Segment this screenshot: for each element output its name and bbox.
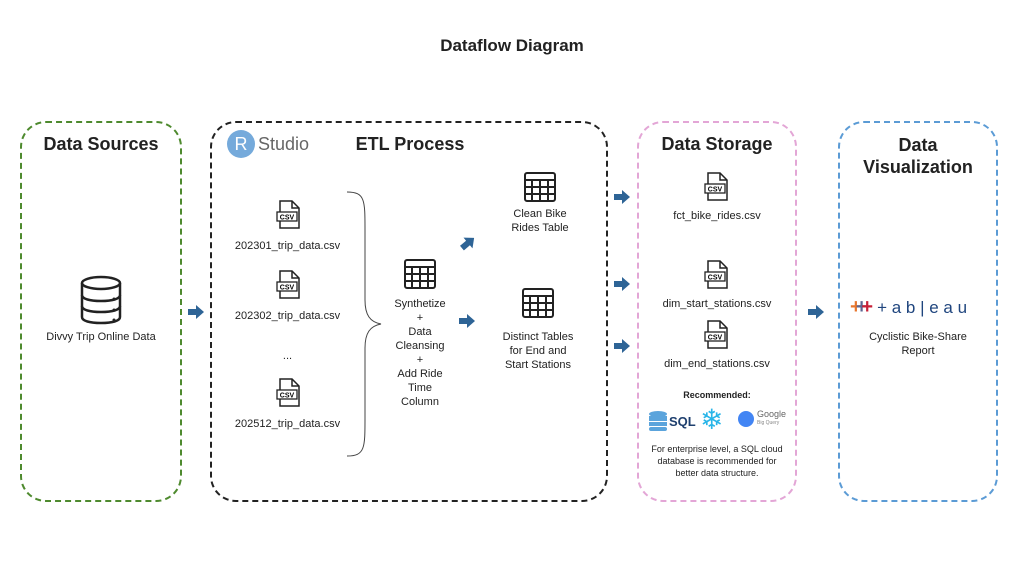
- csv-file-icon: CSV: [276, 378, 300, 407]
- recommended-label: Recommended:: [683, 390, 751, 400]
- etl-heading: ETL Process: [355, 134, 465, 154]
- table-icon: [522, 288, 554, 318]
- flow-arrow-icon: [459, 237, 475, 251]
- sources-heading: Data Sources: [43, 134, 159, 154]
- etl-file-label: 202302_trip_data.csv: [234, 310, 341, 322]
- csv-file-icon: CSV: [276, 200, 300, 229]
- etl-panel: [210, 121, 608, 502]
- bigquery-text: Big Query: [757, 420, 780, 426]
- snowflake-icon: ❄: [700, 404, 724, 435]
- sql-database-icon: [649, 411, 667, 431]
- output-clean-rides: Clean Bike Rides Table: [511, 208, 569, 234]
- google-text: Google: [757, 409, 787, 419]
- database-icon: [80, 275, 122, 325]
- flow-arrow-icon: [459, 314, 475, 328]
- brace: [346, 191, 382, 457]
- flow-arrow-icon: [614, 190, 630, 204]
- csv-file-icon: CSV: [704, 320, 728, 349]
- storage-note: For enterprise level, a SQL cloud databa…: [651, 444, 783, 478]
- flow-arrow-icon: [614, 339, 630, 353]
- table-icon: [524, 172, 556, 202]
- process-label: Synthetize + Data Cleansing + Add Ride T…: [394, 298, 446, 408]
- storage-file-label: dim_end_stations.csv: [664, 358, 770, 370]
- svg-text:CSV: CSV: [280, 215, 295, 222]
- visualization-heading: Data Visualization: [863, 135, 973, 177]
- table-icon: [404, 259, 436, 289]
- data-sources-panel: [20, 121, 182, 502]
- svg-text:CSV: CSV: [708, 275, 723, 282]
- tableau-cross-icon: +++: [850, 296, 873, 318]
- tableau-logo: +++ + a b | e a u: [850, 296, 967, 319]
- diagram-title: Dataflow Diagram: [440, 36, 584, 55]
- svg-text:CSV: CSV: [708, 335, 723, 342]
- rstudio-text: Studio: [258, 133, 310, 154]
- flow-arrow-icon: [808, 305, 824, 319]
- bigquery-icon: [738, 411, 754, 427]
- csv-file-icon: CSV: [704, 260, 728, 289]
- csv-file-icon: CSV: [276, 270, 300, 299]
- report-label: Cyclistic Bike-Share Report: [869, 331, 967, 357]
- data-storage-panel: [637, 121, 797, 502]
- flow-arrow-icon: [188, 305, 204, 319]
- bigquery-logo: Google Big Query: [738, 410, 786, 428]
- flow-arrow-icon: [614, 277, 630, 291]
- etl-file-label: 202512_trip_data.csv: [234, 418, 341, 430]
- storage-file-label: dim_start_stations.csv: [662, 298, 772, 310]
- svg-text:CSV: CSV: [280, 285, 295, 292]
- sql-logo: SQL: [648, 410, 696, 432]
- etl-file-label: 202301_trip_data.csv: [234, 240, 341, 252]
- etl-file-label: ...: [282, 350, 293, 362]
- rstudio-logo: R Studio: [227, 130, 309, 158]
- svg-text:CSV: CSV: [708, 187, 723, 194]
- output-stations: Distinct Tables for End and Start Statio…: [502, 331, 574, 371]
- svg-text:CSV: CSV: [280, 393, 295, 400]
- storage-heading: Data Storage: [661, 134, 773, 154]
- data-visualization-panel: [838, 121, 998, 502]
- source-label: Divvy Trip Online Data: [46, 331, 156, 343]
- csv-file-icon: CSV: [704, 172, 728, 201]
- storage-file-label: fct_bike_rides.csv: [673, 210, 761, 222]
- rstudio-r-circle: R: [227, 130, 255, 158]
- tableau-wordmark: + a b | e a u: [877, 297, 968, 317]
- sql-text: SQL: [669, 413, 696, 429]
